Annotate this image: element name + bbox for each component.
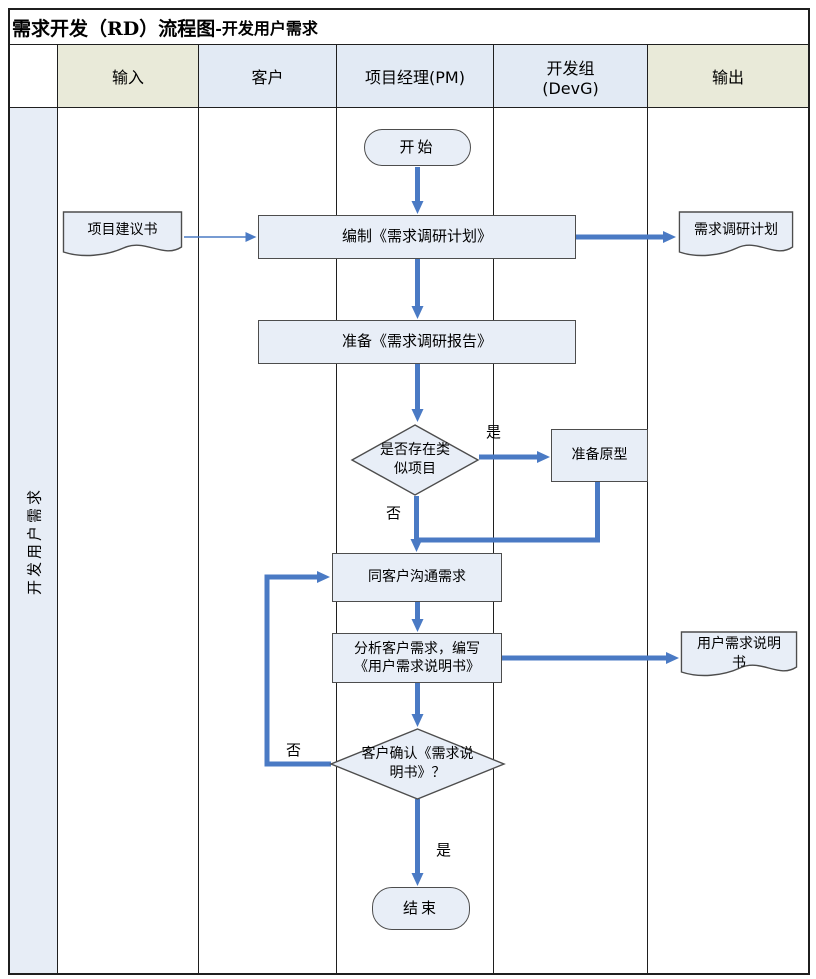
lane-divider-line bbox=[57, 45, 58, 973]
spec-document-label: 用户需求说明书 bbox=[697, 636, 781, 671]
col-divider-pm-devg bbox=[493, 45, 494, 973]
decision-confirm-shape bbox=[329, 728, 506, 800]
column-header-input-label: 输入 bbox=[111, 68, 144, 87]
title-divider-line bbox=[10, 44, 808, 45]
process-communicate-label: 同客户沟通需求 bbox=[368, 569, 466, 586]
input-document: 项目建议书 bbox=[62, 213, 183, 247]
edge-label-confirm-no: 否 bbox=[286, 741, 302, 759]
process-report-label: 准备《需求调研报告》 bbox=[341, 332, 492, 351]
column-header-customer: 客户 bbox=[199, 45, 336, 107]
process-plan: 编制《需求调研计划》 bbox=[258, 215, 576, 259]
start-node-label: 开始 bbox=[399, 137, 436, 156]
edge-label-confirm-yes: 是 bbox=[436, 841, 452, 859]
column-header-pm: 项目经理(PM) bbox=[337, 45, 493, 107]
col-divider-devg-output bbox=[647, 45, 648, 973]
process-communicate: 同客户沟通需求 bbox=[332, 553, 502, 602]
end-node: 结束 bbox=[372, 887, 470, 930]
outer-frame bbox=[8, 8, 810, 975]
lane-label: 开发用户需求 bbox=[25, 486, 43, 595]
col-divider-input-customer bbox=[198, 45, 199, 973]
start-node: 开始 bbox=[364, 129, 471, 166]
input-document-label: 项目建议书 bbox=[87, 221, 158, 238]
process-analyze: 分析客户需求，编写 《用户需求说明书》 bbox=[332, 633, 502, 683]
process-analyze-label: 分析客户需求，编写 《用户需求说明书》 bbox=[354, 640, 480, 675]
edge-label-similar-yes: 是 bbox=[486, 423, 502, 441]
decision-confirm-label: 客户确认《需求说明书》？ bbox=[361, 746, 474, 781]
edge-label-similar-no: 否 bbox=[386, 504, 402, 522]
column-header-devg: 开发组 (DevG) bbox=[494, 45, 647, 107]
col-divider-customer-pm bbox=[336, 45, 337, 973]
end-node-label: 结束 bbox=[402, 898, 439, 917]
decision-similar-shape bbox=[350, 424, 480, 496]
process-report: 准备《需求调研报告》 bbox=[258, 320, 576, 364]
input-document-shape bbox=[62, 211, 183, 257]
process-prototype: 准备原型 bbox=[551, 429, 648, 482]
page-title-sub: -开发用户需求 bbox=[215, 19, 318, 38]
column-header-output-label: 输出 bbox=[711, 68, 744, 87]
column-header-pm-label: 项目经理(PM) bbox=[365, 68, 465, 87]
column-header-output: 输出 bbox=[648, 45, 808, 107]
lane-develop-user-requirements: 开发用户需求 bbox=[10, 108, 57, 973]
plan-document: 需求调研计划 bbox=[678, 213, 794, 247]
spec-document: 用户需求说明书 bbox=[680, 633, 798, 675]
header-divider-line bbox=[10, 107, 808, 108]
plan-document-shape bbox=[678, 211, 794, 257]
decision-similar: 是否存在类似项目 bbox=[352, 425, 478, 495]
column-header-customer-label: 客户 bbox=[251, 68, 284, 87]
decision-similar-label: 是否存在类似项目 bbox=[380, 442, 450, 477]
page-title-main: 需求开发（RD）流程图 bbox=[12, 17, 216, 40]
process-plan-label: 编制《需求调研计划》 bbox=[341, 227, 492, 246]
column-header-devg-label: 开发组 (DevG) bbox=[542, 58, 599, 98]
plan-document-label: 需求调研计划 bbox=[694, 221, 778, 238]
spec-document-shape bbox=[680, 631, 798, 677]
decision-confirm: 客户确认《需求说明书》？ bbox=[331, 729, 504, 799]
page-title: 需求开发（RD）流程图-开发用户需求 bbox=[12, 10, 806, 44]
column-header-input: 输入 bbox=[58, 45, 198, 107]
process-prototype-label: 准备原型 bbox=[571, 447, 628, 464]
